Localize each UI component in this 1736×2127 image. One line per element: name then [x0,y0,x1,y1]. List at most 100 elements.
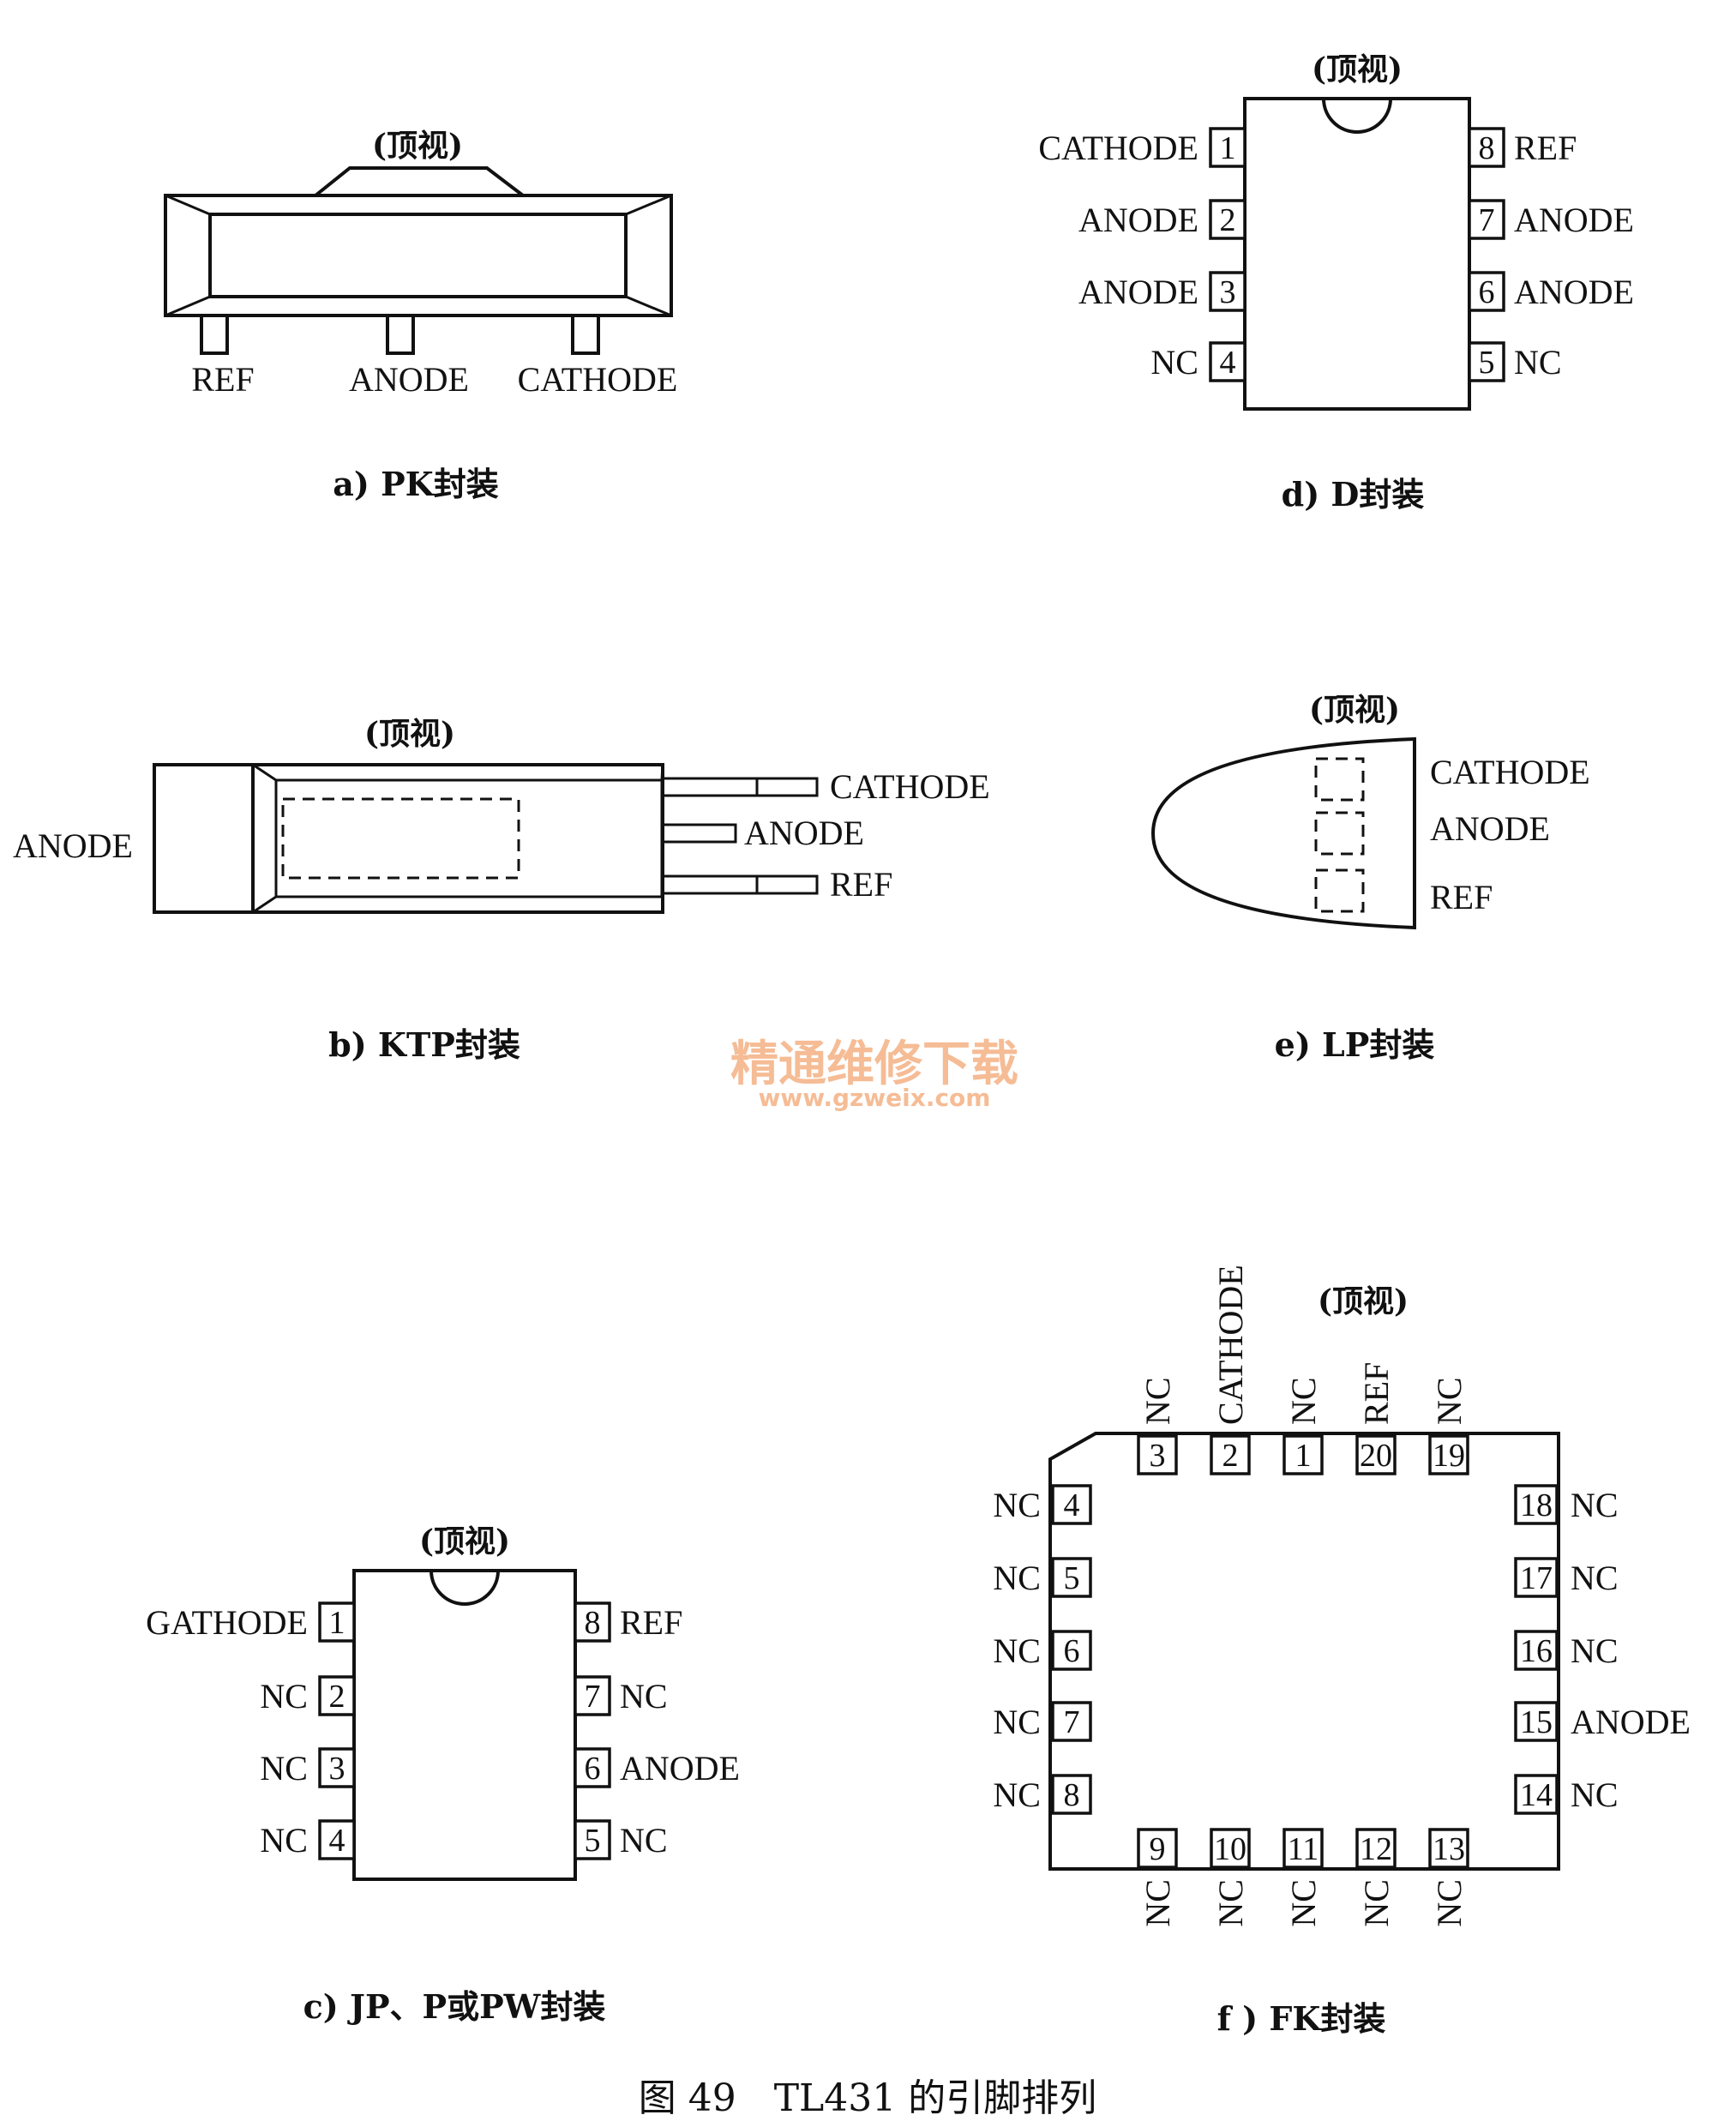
top-view-label-d: (顶视) [1312,51,1403,87]
d-pin-number: 7 [1479,202,1495,238]
d-pin-number: 1 [1220,130,1236,166]
fk-pin-name: NC [1571,1631,1619,1670]
fk-pin-name: NC [1284,1879,1323,1927]
fk-pin-name: CATHODE [1211,1265,1250,1425]
ktp-lead-anode [661,823,737,844]
fk-pin-number: 12 [1360,1831,1392,1867]
jp-pin-number: 6 [585,1751,601,1787]
fk-pin-name: REF [1357,1362,1396,1425]
fk-pin-16 [1514,1630,1559,1671]
fk-pin-name: NC [1138,1377,1177,1425]
fk-pin-number: 3 [1150,1438,1166,1474]
jp-pin-3 [318,1747,356,1788]
fk-pin-name: NC [993,1631,1041,1670]
fk-pin-number: 6 [1064,1633,1080,1669]
pk-lead-ref [200,314,229,355]
panel-pk-package: (顶视) REF ANODE CATHODE a) PK封装 [164,128,678,503]
fk-pin-number: 15 [1520,1704,1553,1740]
d-pin-name: REF [1514,129,1577,167]
lp-pin-label: REF [1430,878,1493,916]
d-pin-name: NC [1150,343,1198,382]
fk-pin-name: NC [1571,1776,1619,1814]
pk-lead-cathode [571,314,600,355]
fk-pin-name: NC [993,1486,1041,1524]
lp-lead-cathode [1314,757,1365,802]
pk-lead-anode [386,314,415,355]
caption-c: c) JP、P或PW封装 [303,1987,606,2026]
jp-pin-8 [574,1601,611,1643]
ktp-lead-ref-b [755,874,819,895]
d-pin-name: ANODE [1078,273,1198,311]
pk-tab [314,166,525,197]
jp-pin-name: NC [260,1677,308,1715]
fk-pin-number: 4 [1064,1487,1080,1523]
fk-pin-2 [1210,1434,1251,1475]
fk-pin-number: 9 [1150,1831,1166,1867]
fk-pin-4 [1051,1484,1092,1525]
jp-pin-4 [318,1819,356,1860]
jp-pin-name: NC [260,1821,308,1860]
fk-pin-5 [1051,1557,1092,1598]
panel-ktp-package: (顶视) ANODE CATHODE ANODE REF b) KTP封装 [13,716,990,1064]
d-pin-number: 4 [1220,345,1236,381]
ktp-lead-ref-a [661,874,759,895]
ktp-pin-label: ANODE [744,814,864,852]
jp-notch [429,1570,500,1606]
fk-pin-number: 18 [1520,1487,1553,1523]
fk-pin-number: 5 [1064,1560,1080,1596]
d-pin-2 [1209,199,1246,240]
ktp-tab-pin-label: ANODE [13,826,133,865]
fk-pin-10 [1210,1828,1251,1869]
fk-pin-number: 2 [1222,1438,1239,1474]
pk-pin-label: ANODE [349,360,469,399]
jp-pin-name: ANODE [620,1749,740,1788]
fk-pin-name: ANODE [1571,1703,1691,1741]
fk-pin-9 [1137,1828,1178,1869]
jp-pin-6 [574,1747,611,1788]
fk-pin-number: 11 [1288,1831,1319,1867]
top-view-label-a: (顶视) [372,128,463,164]
fk-pin-name: NC [993,1559,1041,1597]
ktp-body [153,763,664,914]
jp-pin-name: NC [620,1677,668,1715]
jp-body [352,1569,577,1881]
pk-pin-label: CATHODE [518,360,678,399]
fk-pin-1 [1282,1434,1324,1475]
figure-caption: 图 49 TL431 的引脚排列 [639,2076,1097,2120]
caption-d: d) D封装 [1282,475,1425,514]
watermark: 精通维修下载 www.gzweix.com [730,1036,1018,1112]
panel-lp-package: (顶视) CATHODE ANODE REF e) LP封装 [1150,692,1590,1064]
fk-pin-number: 7 [1064,1704,1080,1740]
top-view-label-e: (顶视) [1309,692,1400,728]
d-pin-4 [1209,341,1246,382]
fk-pin-name: NC [1571,1486,1619,1524]
d-pin-name: ANODE [1078,201,1198,239]
fk-pin-name: NC [1138,1879,1177,1927]
fk-pin-19 [1428,1434,1469,1475]
fk-pin-12 [1355,1828,1397,1869]
fk-pin-number: 10 [1214,1831,1246,1867]
d-pin-number: 6 [1479,274,1495,310]
lp-pin-label: ANODE [1430,809,1550,848]
fk-pin-name: NC [993,1703,1041,1741]
top-view-label-b: (顶视) [364,716,455,752]
d-pin-name: CATHODE [1038,129,1198,167]
d-pin-number: 8 [1479,130,1495,166]
fk-pin-15 [1514,1701,1559,1742]
watermark-url: www.gzweix.com [759,1084,991,1112]
caption-f: f ) FK封装 [1217,1999,1386,2038]
jp-pin-number: 8 [585,1605,601,1641]
ktp-inner [274,778,664,898]
d-pin-number: 5 [1479,345,1495,381]
fk-pin-20 [1355,1434,1397,1475]
jp-pin-7 [574,1675,611,1716]
fk-pin-7 [1051,1701,1092,1742]
ktp-lead-cathode-b [755,777,819,797]
d-pin-6 [1468,271,1505,312]
jp-pin-name: REF [620,1603,682,1642]
ktp-lead-cathode-a [661,777,759,797]
fk-pin-name: NC [1211,1879,1250,1927]
d-pin-1 [1209,127,1246,168]
